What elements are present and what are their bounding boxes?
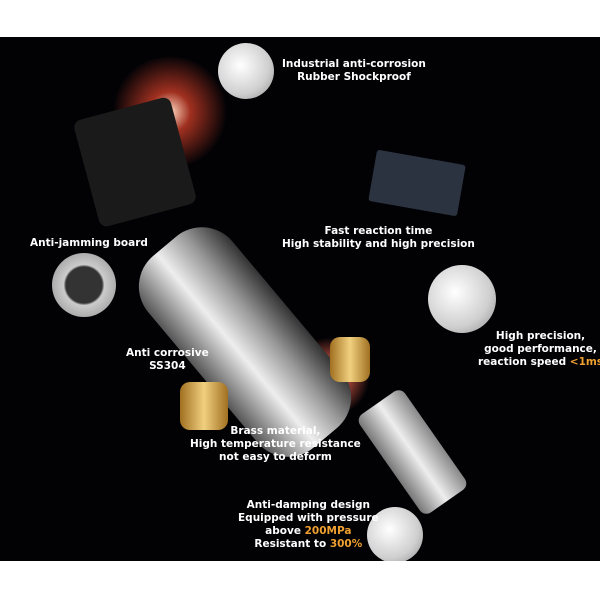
label-line: Equipped with pressure <box>238 512 379 524</box>
brass-ring-image <box>180 382 228 430</box>
highlight: 300% <box>329 538 363 550</box>
label-line: good performance, <box>484 343 597 355</box>
label-line: High stability and high precision <box>282 238 475 250</box>
label-line: Anti-damping design <box>246 499 370 511</box>
label-line: SS304 <box>149 360 186 372</box>
label-board: Anti-jamming board <box>30 237 148 249</box>
label-line: Rubber Shockproof <box>297 71 411 83</box>
pcb-image <box>368 149 466 217</box>
highlight: 200MPa <box>304 525 352 537</box>
label-line: Brass material, <box>230 425 321 437</box>
label-line: not easy to deform <box>219 451 332 463</box>
label-brass: Brass material,High temperature resistan… <box>190 425 361 464</box>
label-line: Resistant to <box>254 538 330 550</box>
label-line: above <box>265 525 305 537</box>
label-line: reaction speed <box>478 356 570 368</box>
board-detail-image <box>52 253 116 317</box>
label-line: High temperature resistance <box>190 438 361 450</box>
label-line: High precision, <box>495 330 586 342</box>
core-detail-image <box>367 507 423 561</box>
diaphragm-detail-image <box>428 265 496 333</box>
brass-ring-image <box>330 337 370 382</box>
label-line: Fast reaction time <box>324 225 433 237</box>
highlight: <1ms <box>569 356 600 368</box>
fitting-image <box>355 387 470 517</box>
connector-detail-image <box>218 43 274 99</box>
label-line: Anti corrosive <box>126 347 209 359</box>
label-line: Industrial anti-corrosion <box>282 58 426 70</box>
label-precision: High precision,good performance,reaction… <box>478 330 600 369</box>
